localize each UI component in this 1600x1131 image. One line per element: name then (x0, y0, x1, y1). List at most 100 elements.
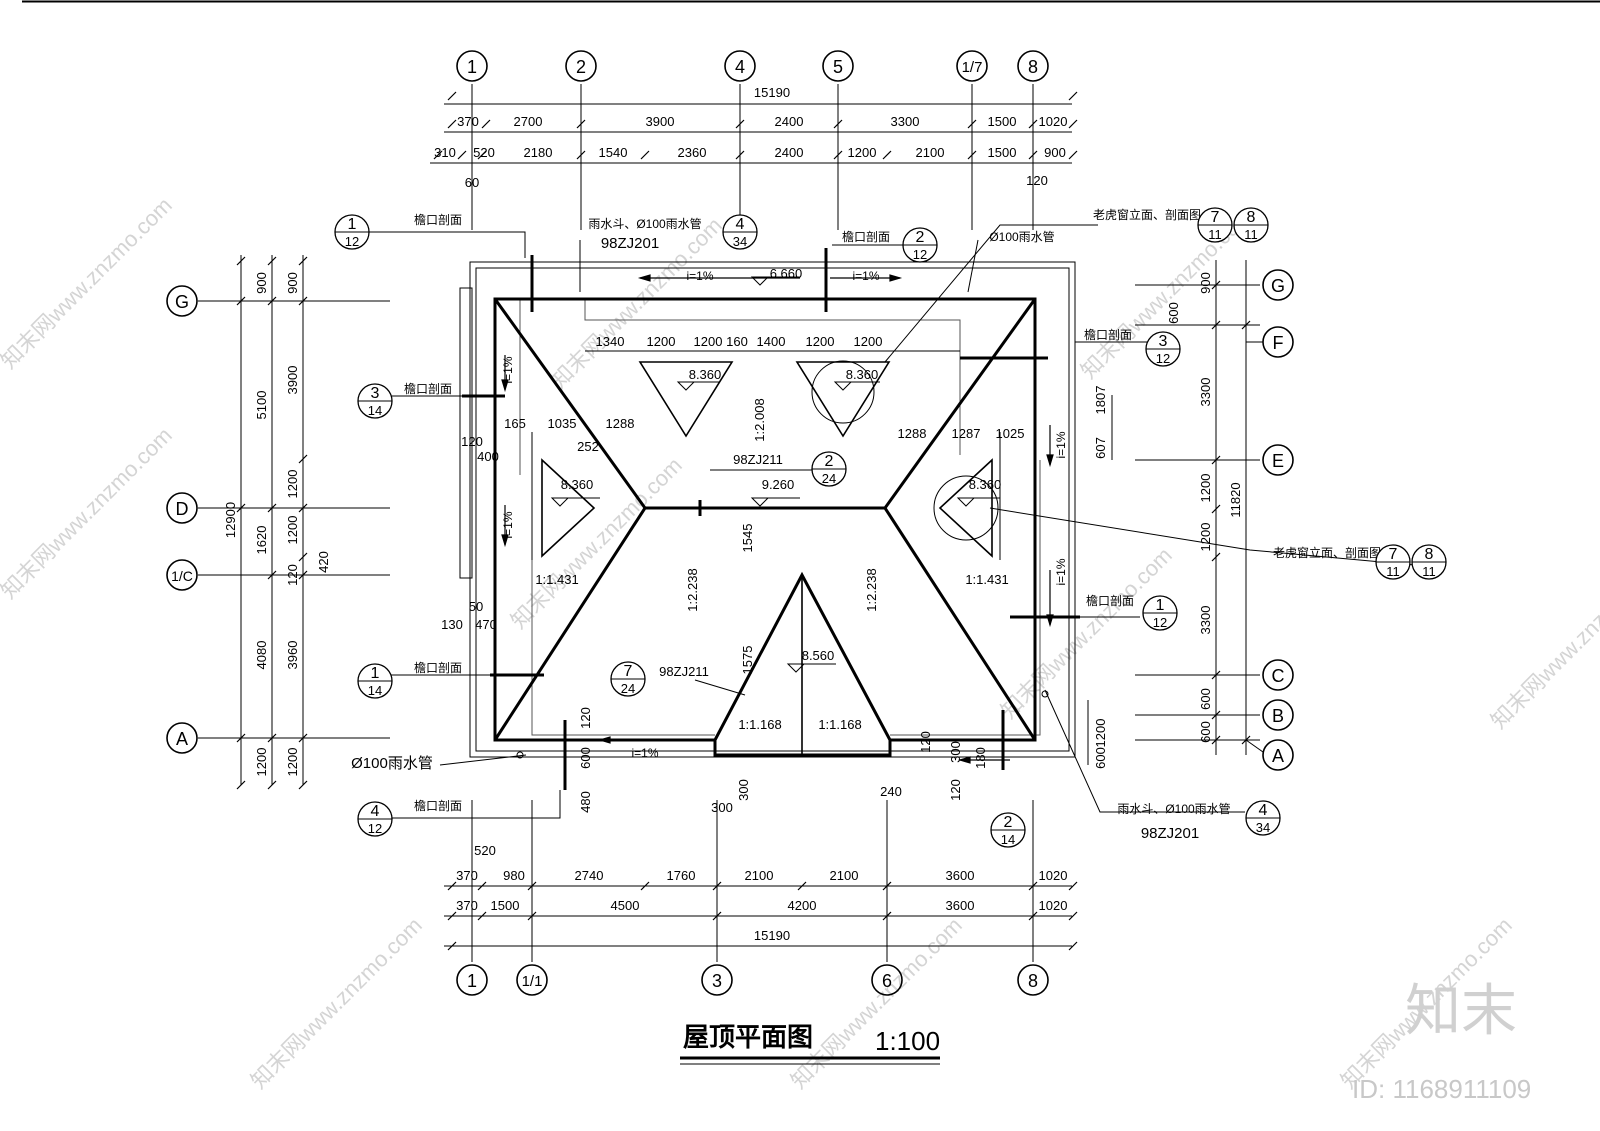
svg-text:G: G (1271, 276, 1285, 296)
svg-text:1340: 1340 (596, 334, 625, 349)
axis-right-C: C (1262, 659, 1294, 691)
svg-text:Ø100雨水管: Ø100雨水管 (351, 755, 433, 772)
axis-right-A: A (1262, 739, 1294, 771)
svg-text:1:1.431: 1:1.431 (535, 572, 578, 587)
svg-text:9.260: 9.260 (762, 477, 795, 492)
svg-text:1288: 1288 (606, 416, 635, 431)
svg-text:980: 980 (503, 868, 525, 883)
roof-outline (459, 261, 1076, 758)
svg-text:1200: 1200 (848, 145, 877, 160)
callout-sheet: 14 (368, 403, 382, 418)
svg-text:1200: 1200 (254, 748, 269, 777)
svg-text:1200: 1200 (285, 470, 300, 499)
svg-text:2740: 2740 (575, 868, 604, 883)
svg-text:2180: 2180 (524, 145, 553, 160)
axis-right-G: G (1262, 269, 1294, 301)
callout-sheet: 24 (621, 681, 635, 696)
annotations: 6.660 8.360 8.360 8.360 9.260 8.360 8.56… (501, 266, 1068, 760)
callout-symbol: 114 (357, 663, 393, 699)
svg-text:310: 310 (434, 145, 456, 160)
watermarks: 知末网www.znzmo.com 知末网www.znzmo.com 知末网www… (0, 192, 1600, 1104)
callout-symbol: 724 (610, 661, 646, 697)
svg-text:6.660: 6.660 (770, 266, 803, 281)
callout-symbol: 112 (1142, 595, 1178, 631)
callout-sheet: 11 (1208, 227, 1222, 242)
svg-text:1760: 1760 (667, 868, 696, 883)
svg-text:900: 900 (1198, 272, 1213, 294)
callout-number: 8 (1247, 209, 1256, 226)
svg-text:C: C (1272, 666, 1285, 686)
svg-text:1:2.008: 1:2.008 (752, 398, 767, 441)
axis-bubbles: 1 2 4 5 1/7 8 1 1/1 3 6 8 G D 1/C A G F … (166, 50, 1294, 996)
callout-number: 3 (1159, 333, 1168, 350)
callout-number: 8 (1425, 546, 1434, 563)
svg-text:雨水斗、Ø100雨水管: 雨水斗、Ø100雨水管 (1117, 801, 1230, 816)
svg-text:1500: 1500 (491, 898, 520, 913)
callout-number: 7 (1211, 209, 1220, 226)
svg-text:1200: 1200 (1198, 474, 1213, 503)
svg-text:1200: 1200 (1198, 523, 1213, 552)
axis-top-4: 4 (724, 50, 756, 82)
svg-text:900: 900 (1044, 145, 1066, 160)
svg-text:檐口剖面: 檐口剖面 (414, 213, 462, 227)
svg-text:老虎窗立面、剖面图: 老虎窗立面、剖面图 (1273, 545, 1381, 560)
svg-text:1500: 1500 (988, 114, 1017, 129)
svg-text:370: 370 (456, 868, 478, 883)
svg-text:2400: 2400 (775, 114, 804, 129)
svg-text:1025: 1025 (996, 426, 1025, 441)
svg-text:300: 300 (948, 741, 963, 763)
svg-text:4500: 4500 (611, 898, 640, 913)
svg-text:4200: 4200 (788, 898, 817, 913)
svg-text:2360: 2360 (678, 145, 707, 160)
callout-symbol: 434 (722, 214, 758, 250)
callout-number: 2 (1004, 814, 1013, 831)
svg-text:5100: 5100 (254, 391, 269, 420)
callout-sheet: 14 (1001, 832, 1015, 847)
svg-text:607: 607 (1093, 437, 1108, 459)
axis-bottom-3: 3 (701, 964, 733, 996)
svg-text:2100: 2100 (745, 868, 774, 883)
svg-text:1/1: 1/1 (522, 973, 543, 990)
callout-symbol: 434 (1245, 800, 1281, 836)
svg-text:Ø100雨水管: Ø100雨水管 (989, 229, 1054, 244)
callout-symbol: 811 (1411, 544, 1447, 580)
svg-text:3300: 3300 (891, 114, 920, 129)
svg-text:520: 520 (473, 145, 495, 160)
svg-text:F: F (1273, 333, 1284, 353)
callout-symbol: 711 (1197, 207, 1233, 243)
svg-text:120: 120 (918, 731, 933, 753)
svg-text:1: 1 (467, 971, 477, 991)
svg-text:檐口剖面: 檐口剖面 (1084, 328, 1132, 342)
elevation-markers (550, 276, 1000, 673)
axis-left-A: A (166, 722, 198, 754)
svg-text:1620: 1620 (254, 526, 269, 555)
svg-text:檐口剖面: 檐口剖面 (1086, 594, 1134, 608)
callout-symbol: 224 (811, 451, 847, 487)
svg-text:2700: 2700 (514, 114, 543, 129)
axis-bottom-1-1: 1/1 (516, 964, 548, 996)
axis-top-1: 1 (456, 50, 488, 82)
svg-text:G: G (175, 292, 189, 312)
svg-text:8.360: 8.360 (846, 367, 879, 382)
callout-number: 2 (916, 229, 925, 246)
svg-text:檐口剖面: 檐口剖面 (414, 661, 462, 675)
svg-text:420: 420 (316, 551, 331, 573)
svg-text:4080: 4080 (254, 641, 269, 670)
svg-text:1020: 1020 (1039, 868, 1068, 883)
svg-text:300: 300 (711, 800, 733, 815)
scale-label: 1:100 (875, 1026, 940, 1056)
callout-number: 4 (1259, 802, 1268, 819)
svg-text:50: 50 (469, 599, 483, 614)
svg-text:180: 180 (973, 747, 988, 769)
svg-text:120: 120 (578, 707, 593, 729)
svg-text:2400: 2400 (775, 145, 804, 160)
svg-text:i=1%: i=1% (1054, 558, 1068, 585)
svg-text:1/7: 1/7 (962, 59, 983, 76)
svg-text:1200: 1200 (1093, 719, 1108, 748)
callout-symbol: 112 (334, 214, 370, 250)
svg-text:1807: 1807 (1093, 386, 1108, 415)
svg-text:240: 240 (880, 784, 902, 799)
svg-text:3600: 3600 (946, 898, 975, 913)
watermark-site: 知末网www.znzmo.com (996, 542, 1177, 723)
